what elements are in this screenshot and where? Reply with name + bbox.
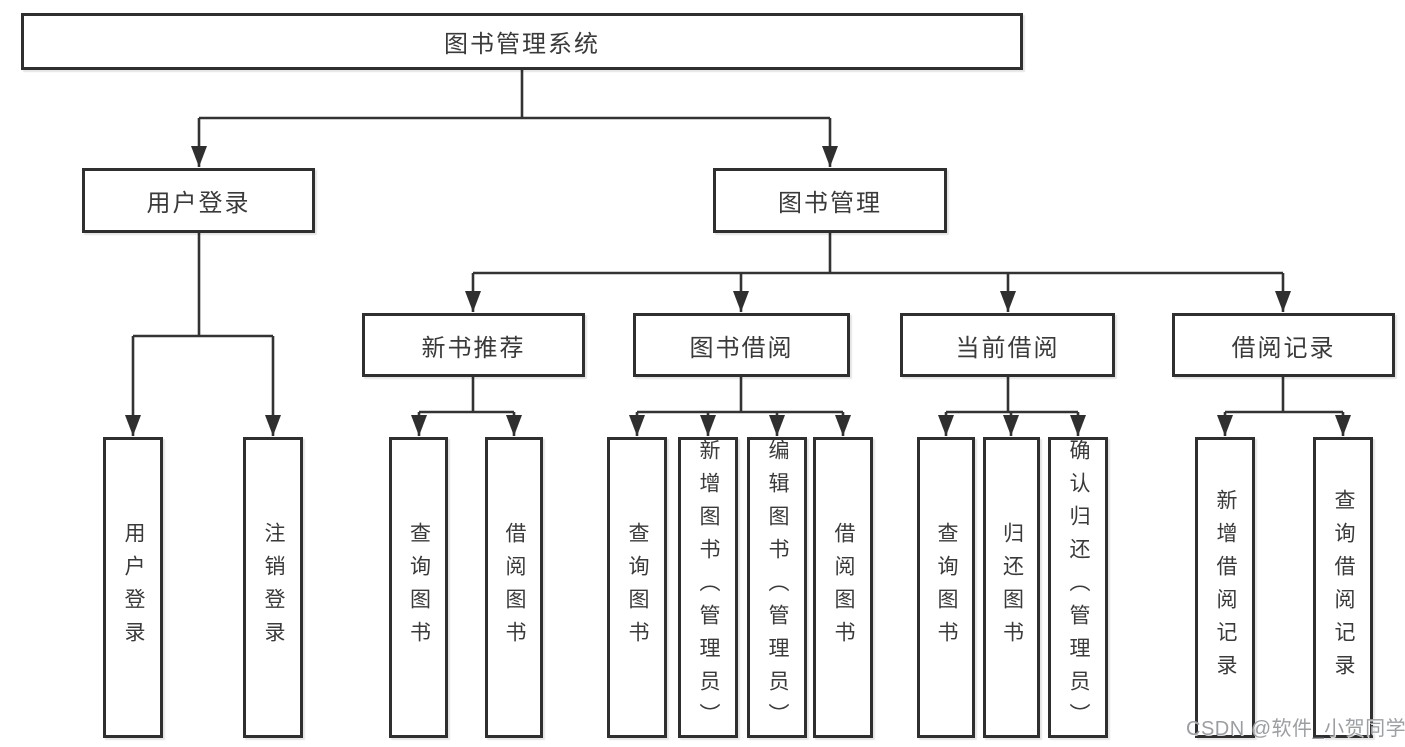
csdn-watermark: CSDN @软件_小贺同学 [1186,718,1405,740]
leaf-newbook-query-books: 查询图书 [389,437,448,738]
leaf-current-confirm-return-admin-label: 确认归还（管理员） [1067,439,1090,736]
leaf-logout-label: 注销登录 [262,521,285,654]
leaf-current-query-books-label: 查询图书 [935,521,958,654]
leaf-newbook-borrow-books-label: 借阅图书 [503,521,526,654]
node-book-management: 图书管理 [713,168,947,233]
leaf-current-return-books-label: 归还图书 [1000,521,1024,654]
leaf-borrowing-edit-books-admin: 编辑图书（管理员） [747,437,807,738]
leaf-borrowing-query-books: 查询图书 [607,437,667,738]
leaf-records-add-record: 新增借阅记录 [1195,437,1255,738]
node-borrowing-records-label: 借阅记录 [1231,334,1336,362]
leaf-records-query-record: 查询借阅记录 [1313,437,1373,738]
node-book-borrowing: 图书借阅 [633,313,850,377]
node-current-borrowing: 当前借阅 [900,313,1115,377]
leaf-borrowing-add-books-admin: 新增图书（管理员） [678,437,738,738]
node-current-borrowing-label: 当前借阅 [955,334,1060,362]
leaf-user-login: 用户登录 [103,437,163,738]
leaf-borrowing-query-books-label: 查询图书 [626,521,649,654]
node-root-label: 图书管理系统 [444,31,600,58]
node-user-login-label: 用户登录 [146,190,251,217]
leaf-newbook-query-books-label: 查询图书 [407,521,431,654]
leaf-records-query-record-label: 查询借阅记录 [1332,488,1355,687]
leaf-current-return-books: 归还图书 [983,437,1040,738]
leaf-borrowing-add-books-admin-label: 新增图书（管理员） [697,439,720,736]
leaf-borrowing-borrow-books-label: 借阅图书 [832,521,855,654]
leaf-records-add-record-label: 新增借阅记录 [1214,488,1237,687]
leaf-current-query-books: 查询图书 [917,437,975,738]
leaf-user-login-label: 用户登录 [122,521,145,654]
leaf-logout: 注销登录 [243,437,303,738]
node-new-book-recommendation: 新书推荐 [362,313,585,377]
node-user-login: 用户登录 [82,168,315,233]
leaf-current-confirm-return-admin: 确认归还（管理员） [1048,437,1108,738]
node-book-management-label: 图书管理 [778,190,882,217]
leaf-newbook-borrow-books: 借阅图书 [485,437,543,738]
node-book-borrowing-label: 图书借阅 [689,334,794,362]
leaf-borrowing-borrow-books: 借阅图书 [813,437,873,738]
node-new-book-recommendation-label: 新书推荐 [421,334,526,362]
node-root-system: 图书管理系统 [21,13,1023,70]
leaf-borrowing-edit-books-admin-label: 编辑图书（管理员） [766,439,789,736]
node-borrowing-records: 借阅记录 [1172,313,1395,377]
